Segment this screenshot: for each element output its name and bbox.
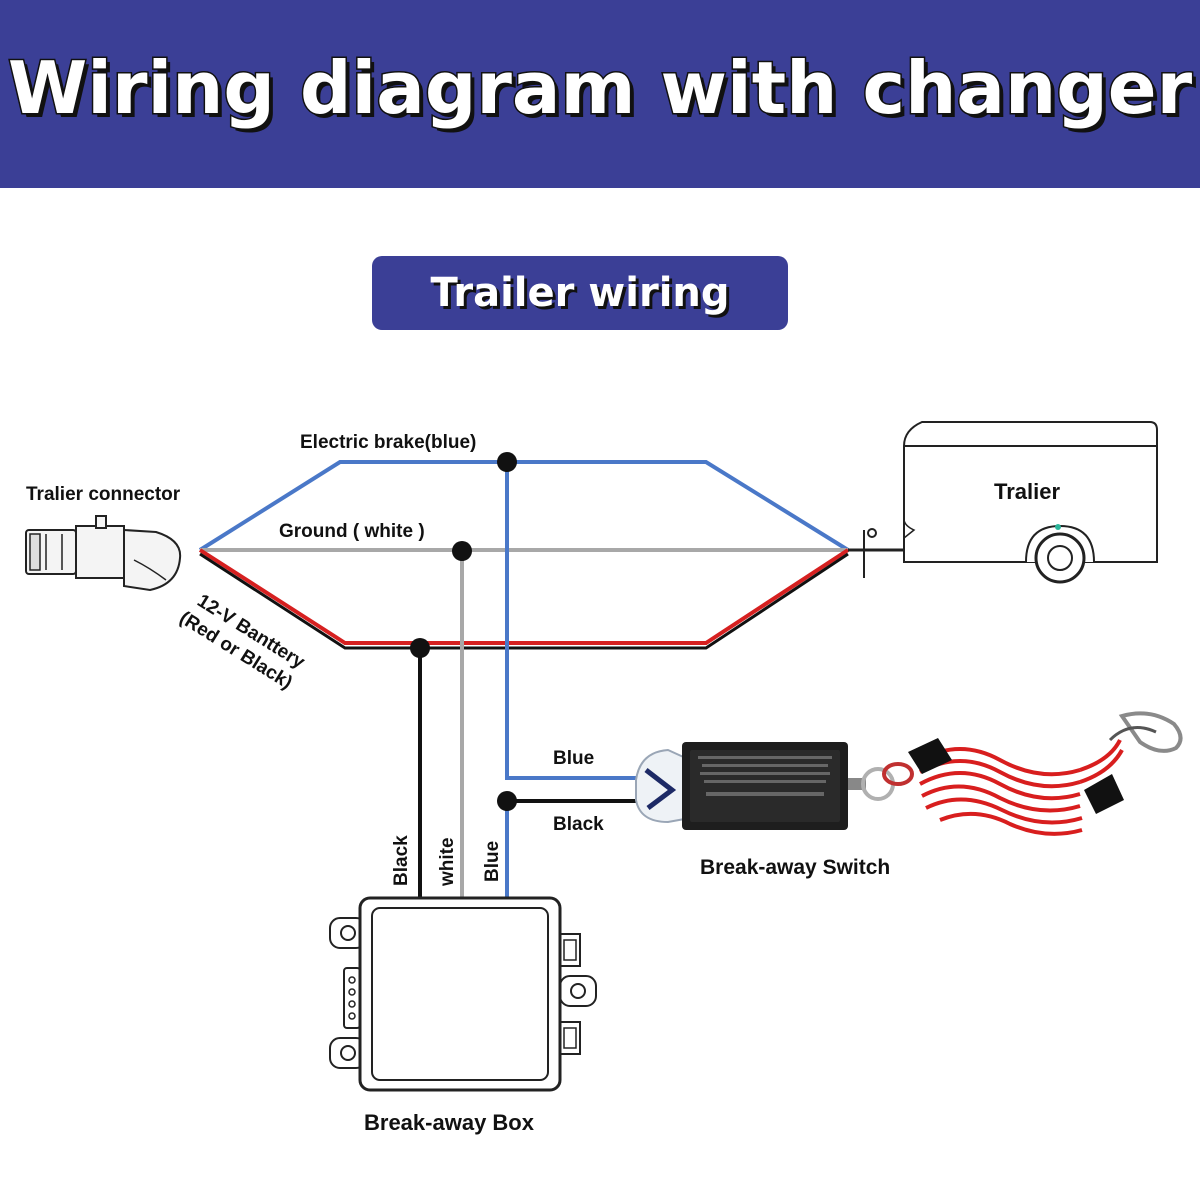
box-white-label: white [437,837,458,887]
switch-black-label: Black [553,814,604,835]
box-blue-label: Blue [482,841,503,882]
breakaway-switch-icon [635,711,1183,836]
switch-blue-label: Blue [553,748,594,769]
header-banner: Wiring diagram with changer [0,0,1200,188]
junction-ground [452,541,472,561]
junction-brake [497,452,517,472]
page-title: Wiring diagram with changer [6,45,1193,132]
breakaway-box-label: Break-away Box [364,1110,535,1135]
battery-label: 12-V Banttery (Red or Black) [176,590,309,693]
wire-12v-red [198,548,850,645]
wire-electric-brake [198,460,850,552]
wire-blue-to-switch [505,462,665,780]
junction-switch-black [497,791,517,811]
trailer-plug-icon [25,515,182,592]
junction-battery [410,638,430,658]
trailer-connector-label: Tralier connector [26,484,181,505]
wire-12v-black [199,552,849,650]
ground-label: Ground ( white ) [279,521,425,542]
section-title: Trailer wiring [430,270,730,316]
wires [198,460,850,900]
breakaway-box-icon [329,896,597,1092]
electric-brake-label: Electric brake(blue) [300,432,476,453]
breakaway-switch-label: Break-away Switch [700,856,890,879]
trailer-icon [848,421,1158,584]
box-black-label: Black [391,835,412,886]
trailer-label: Tralier [994,479,1060,504]
section-pill: Trailer wiring [372,256,788,330]
